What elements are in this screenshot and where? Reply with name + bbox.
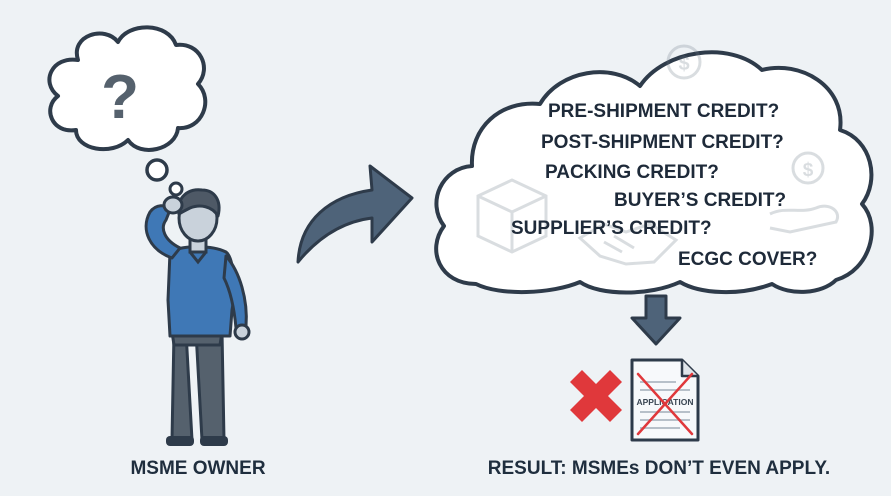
credit-cloud: $ $ PRE-SHIPMENT CREDIT? POST-SHIPMENT C… — [434, 44, 874, 295]
question-suppliers-credit: SUPPLIER’S CREDIT? — [511, 218, 712, 239]
application-document-label: APPLICATION — [637, 397, 694, 407]
dollar-coin-icon: $ — [666, 44, 702, 80]
reject-x-icon — [570, 370, 622, 422]
msme-owner-label: MSME OWNER — [130, 458, 265, 479]
svg-text:$: $ — [678, 53, 689, 75]
dollar-hand-icon: $ — [769, 151, 839, 234]
package-box-icon — [476, 178, 548, 254]
application-document: APPLICATION — [630, 358, 700, 442]
question-ecgc-cover: ECGC COVER? — [678, 249, 817, 270]
msme-owner-figure — [144, 188, 251, 446]
svg-text:$: $ — [803, 160, 814, 181]
crossed-out-icon — [636, 372, 694, 436]
question-mark-icon: ? — [101, 63, 139, 132]
question-packing-credit: PACKING CREDIT? — [545, 162, 719, 183]
thought-bubble: ? — [47, 25, 208, 197]
question-pre-shipment-credit: PRE-SHIPMENT CREDIT? — [548, 101, 779, 122]
handshake-icon — [577, 222, 679, 266]
down-arrow-icon — [630, 294, 682, 346]
result-caption: RESULT: MSMEs DON’T EVEN APPLY. — [488, 458, 830, 479]
question-post-shipment-credit: POST-SHIPMENT CREDIT? — [541, 132, 784, 153]
question-buyers-credit: BUYER’S CREDIT? — [614, 190, 786, 211]
curved-arrow-icon — [296, 164, 414, 264]
